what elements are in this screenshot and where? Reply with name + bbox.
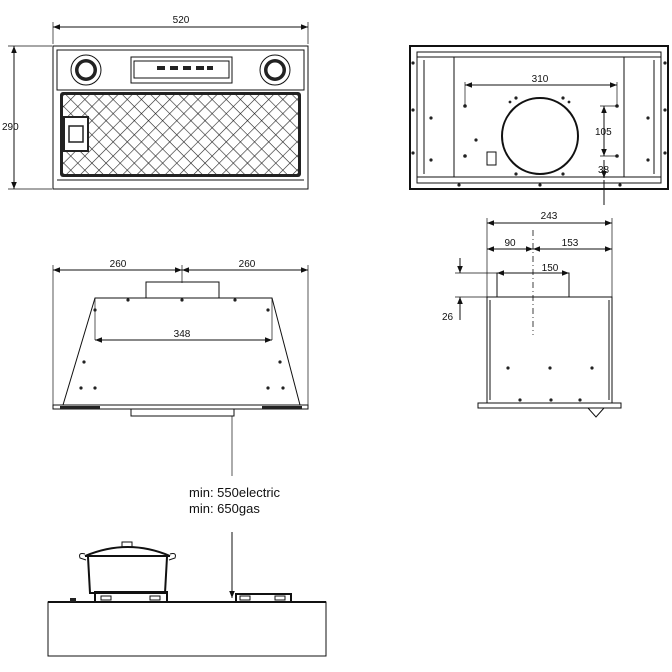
outlet-opening: [501, 97, 579, 175]
top-spacing-label: 310: [532, 74, 549, 85]
end-right-label: 153: [562, 238, 579, 249]
side-inner-label: 348: [174, 329, 191, 340]
min-gas-label: min: 650gas: [189, 501, 260, 516]
end-total-label: 243: [541, 211, 558, 222]
end-left-label: 90: [504, 238, 516, 249]
end-collar-label: 26: [442, 312, 454, 323]
cooking-pot-icon: [79, 541, 176, 594]
side-view: 260 260 348: [52, 259, 309, 476]
min-electric-label: min: 550electric: [189, 485, 281, 500]
end-duct-label: 150: [542, 263, 559, 274]
front-view: 520 290: [2, 15, 309, 190]
top-view: 310 105 38: [409, 45, 669, 205]
front-height-label: 290: [2, 122, 19, 133]
side-right-label: 260: [239, 259, 256, 270]
light-right-icon: [259, 54, 291, 86]
grease-filter: [60, 92, 301, 177]
front-width-label: 520: [173, 15, 190, 26]
control-panel: [130, 56, 233, 84]
end-view: 243 90 153 150 26: [442, 211, 622, 418]
hob-illustration: [47, 541, 327, 657]
installation-note: min: 550electric min: 650gas: [189, 485, 281, 598]
top-offset-label: 38: [598, 165, 610, 176]
light-left-icon: [70, 54, 102, 86]
top-depth-label: 105: [595, 127, 612, 138]
side-left-label: 260: [110, 259, 127, 270]
